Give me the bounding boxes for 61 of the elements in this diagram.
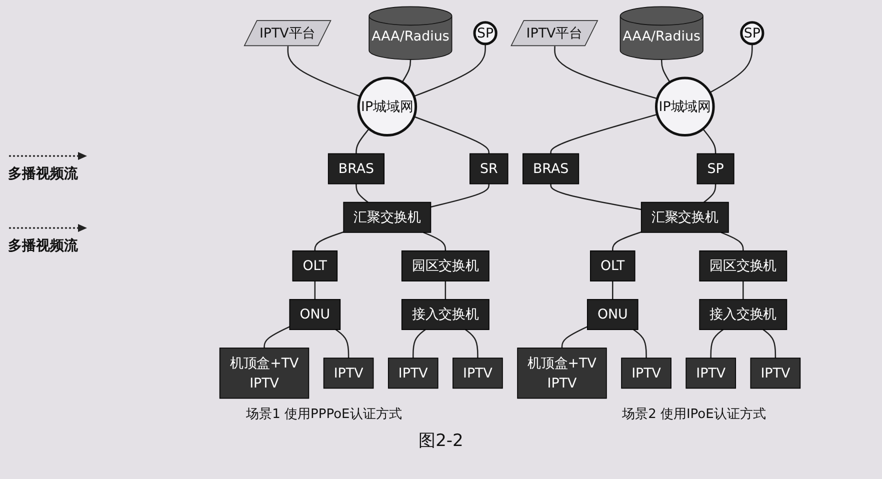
connector [660,60,670,83]
connector [423,232,446,251]
scenario-caption: 场景2 使用IPoE认证方式 [622,406,766,423]
figure-caption: 图2-2 [418,430,464,452]
node-box: SR [470,153,508,184]
connector [465,329,478,358]
node-circle: SP [473,21,498,46]
node-box: ONU [586,299,638,330]
connector [550,184,642,210]
legend-text: 多播视频流 [8,164,78,182]
node-box: 机顶盒+TV IPTV [219,348,310,399]
connector [412,329,426,358]
node-box: IPTV [621,358,672,389]
node-box: IPTV [388,358,438,389]
node-box: IPTV [452,358,503,389]
connector [720,232,744,251]
node-box: 汇聚交换机 [343,202,432,233]
connector [710,329,724,358]
connector [762,329,776,358]
connector [314,281,316,300]
node-box: 汇聚交换机 [640,202,729,233]
connector [710,44,753,94]
connector [335,329,350,358]
node-box: OLT [590,250,636,282]
node-box: OLT [292,250,338,282]
node-box: ONU [289,299,341,330]
connector [314,231,344,251]
node-box: 机顶盒+TV IPTV [517,348,607,399]
node-box: BRAS [522,153,580,184]
node-box: 园区交换机 [699,250,788,282]
connector [561,326,588,348]
connector [356,184,368,203]
legend-text: 多播视频流 [8,236,78,254]
connector [550,114,658,154]
connector [414,116,490,154]
scenario-caption: 场景1 使用PPPoE认证方式 [246,406,402,423]
node-box: 接入交换机 [699,299,788,330]
connector [402,60,412,83]
connector [444,281,446,300]
node-box: SP [696,153,734,184]
connector [702,128,716,154]
node-box: 园区交换机 [401,250,490,282]
node-circle: IP城域网 [357,76,418,137]
node-circle: IP城域网 [655,76,715,137]
connector [414,44,486,97]
node-box: BRAS [328,153,384,184]
connector [554,46,658,100]
connector [612,231,642,251]
connector [704,184,716,203]
connector [287,46,361,98]
node-circle: SP [740,21,764,46]
connector [430,184,490,208]
connector [633,329,647,358]
node-box: IPTV [323,358,374,389]
connector [264,326,290,348]
connector [742,281,744,300]
connector [612,281,614,300]
node-box: IPTV [686,358,736,389]
node-box: 接入交换机 [401,299,490,330]
node-box: IPTV [750,358,801,389]
connector [356,128,370,154]
